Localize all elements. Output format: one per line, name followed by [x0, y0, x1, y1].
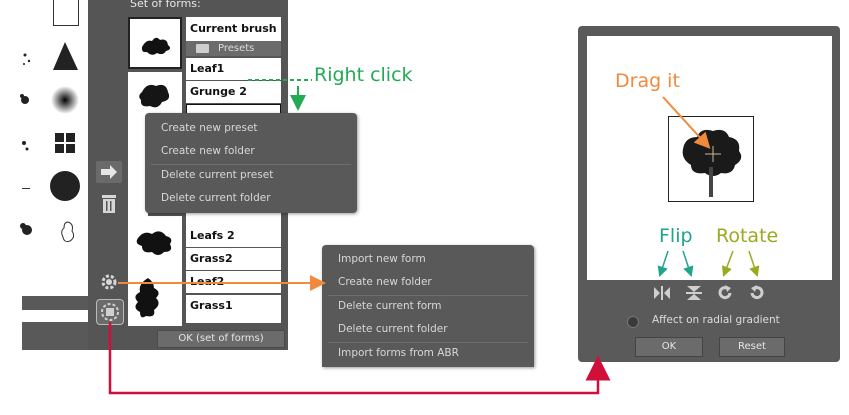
- list-item[interactable]: Grunge 2: [186, 81, 281, 103]
- menu-item-create-new-folder[interactable]: Create new folder: [161, 145, 255, 157]
- menu-separator: [151, 164, 351, 165]
- radial-gradient-label: Affect on radial gradient: [652, 314, 780, 326]
- thumb-1[interactable]: [128, 72, 182, 116]
- annotation-flip: Flip: [659, 225, 693, 247]
- rotate-counterclockwise-icon[interactable]: [746, 284, 766, 306]
- radial-gradient-checkbox[interactable]: [627, 316, 639, 328]
- settings-gear-button[interactable]: [99, 272, 119, 292]
- list-item[interactable]: Grass2: [186, 248, 281, 270]
- ok-set-of-forms-button[interactable]: OK (set of forms): [157, 330, 285, 348]
- menu-item-import-forms-from-abr[interactable]: Import forms from ABR: [338, 347, 459, 359]
- shape-preview-box[interactable]: [668, 116, 754, 202]
- brush-thumb-icon: [136, 231, 172, 255]
- annotation-rotate: Rotate: [716, 225, 779, 247]
- brush-shape-triangle: [53, 42, 78, 70]
- brush-thumb-icon: [139, 84, 170, 108]
- annotation-drag-it: Drag it: [615, 70, 680, 92]
- menu-item-delete-current-folder[interactable]: Delete current folder: [161, 192, 271, 204]
- apply-arrow-button[interactable]: [96, 161, 122, 183]
- brush-shapes: [20, 42, 80, 242]
- thumb-4[interactable]: [128, 270, 182, 326]
- gear-icon: [101, 274, 117, 290]
- menu-item-create-new-folder[interactable]: Create new folder: [338, 276, 432, 288]
- brush-thumb-icon: [141, 37, 171, 55]
- brush-shapes-column: [0, 0, 88, 295]
- rotate-clockwise-icon[interactable]: [716, 284, 736, 306]
- thumb-2[interactable]: [128, 116, 148, 216]
- panel-strip: [22, 296, 88, 310]
- tree-shape: [682, 129, 742, 197]
- brush-shape-white-square[interactable]: [53, 0, 79, 26]
- list-item-current-brush[interactable]: Current brush: [186, 17, 281, 41]
- menu-item-delete-current-folder[interactable]: Delete current folder: [338, 323, 448, 335]
- trash-icon: [102, 195, 116, 213]
- menu-item-delete-current-preset[interactable]: Delete current preset: [161, 169, 274, 181]
- thumb-3[interactable]: [128, 216, 182, 270]
- annotation-right-click: Right click: [314, 64, 413, 86]
- set-of-forms-title: Set of forms:: [130, 0, 201, 10]
- list-item[interactable]: Leaf1: [186, 58, 281, 80]
- ok-button[interactable]: OK: [635, 337, 703, 357]
- brush-shape-circle: [50, 171, 80, 201]
- trash-button[interactable]: [99, 193, 119, 215]
- forms-context-menu: Import new form Create new folder Delete…: [322, 245, 534, 367]
- menu-item-import-new-form[interactable]: Import new form: [338, 253, 426, 265]
- thumb-current[interactable]: [128, 17, 182, 69]
- reset-button[interactable]: Reset: [719, 337, 785, 357]
- panel-strip: [22, 322, 92, 350]
- transform-icon: [101, 303, 119, 321]
- flip-vertical-icon[interactable]: [684, 284, 704, 306]
- presets-folder[interactable]: Presets: [186, 41, 281, 56]
- menu-item-create-new-preset[interactable]: Create new preset: [161, 122, 258, 134]
- list-item[interactable]: Grass1: [186, 295, 281, 323]
- list-item[interactable]: Leaf2: [186, 271, 281, 293]
- folder-icon: [196, 44, 209, 53]
- menu-separator: [328, 295, 528, 296]
- brush-thumb-icon: [135, 278, 159, 318]
- menu-item-delete-current-form[interactable]: Delete current form: [338, 300, 442, 312]
- presets-label: Presets: [218, 43, 255, 54]
- arrow-right-icon: [101, 165, 117, 179]
- list-item[interactable]: Leafs 2: [186, 225, 281, 247]
- shape-transform-button[interactable]: [96, 299, 124, 325]
- flip-horizontal-icon[interactable]: [652, 284, 672, 306]
- preset-context-menu: Create new preset Create new folder Dele…: [145, 113, 357, 213]
- brush-shape-soft-circle: [51, 86, 79, 114]
